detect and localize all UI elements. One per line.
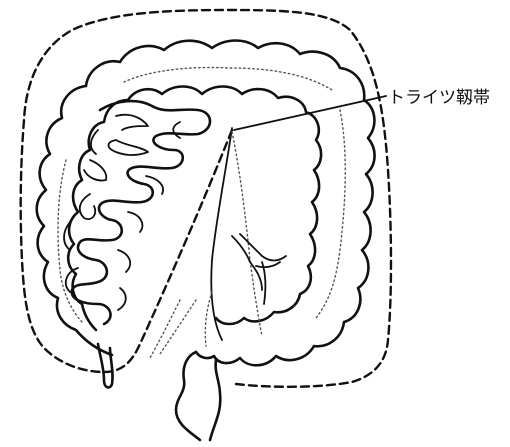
treitz-ligament-label: トライツ靱帯 — [388, 88, 490, 108]
vessels — [150, 128, 286, 358]
small-intestine — [64, 101, 210, 324]
leader-line — [234, 96, 386, 130]
